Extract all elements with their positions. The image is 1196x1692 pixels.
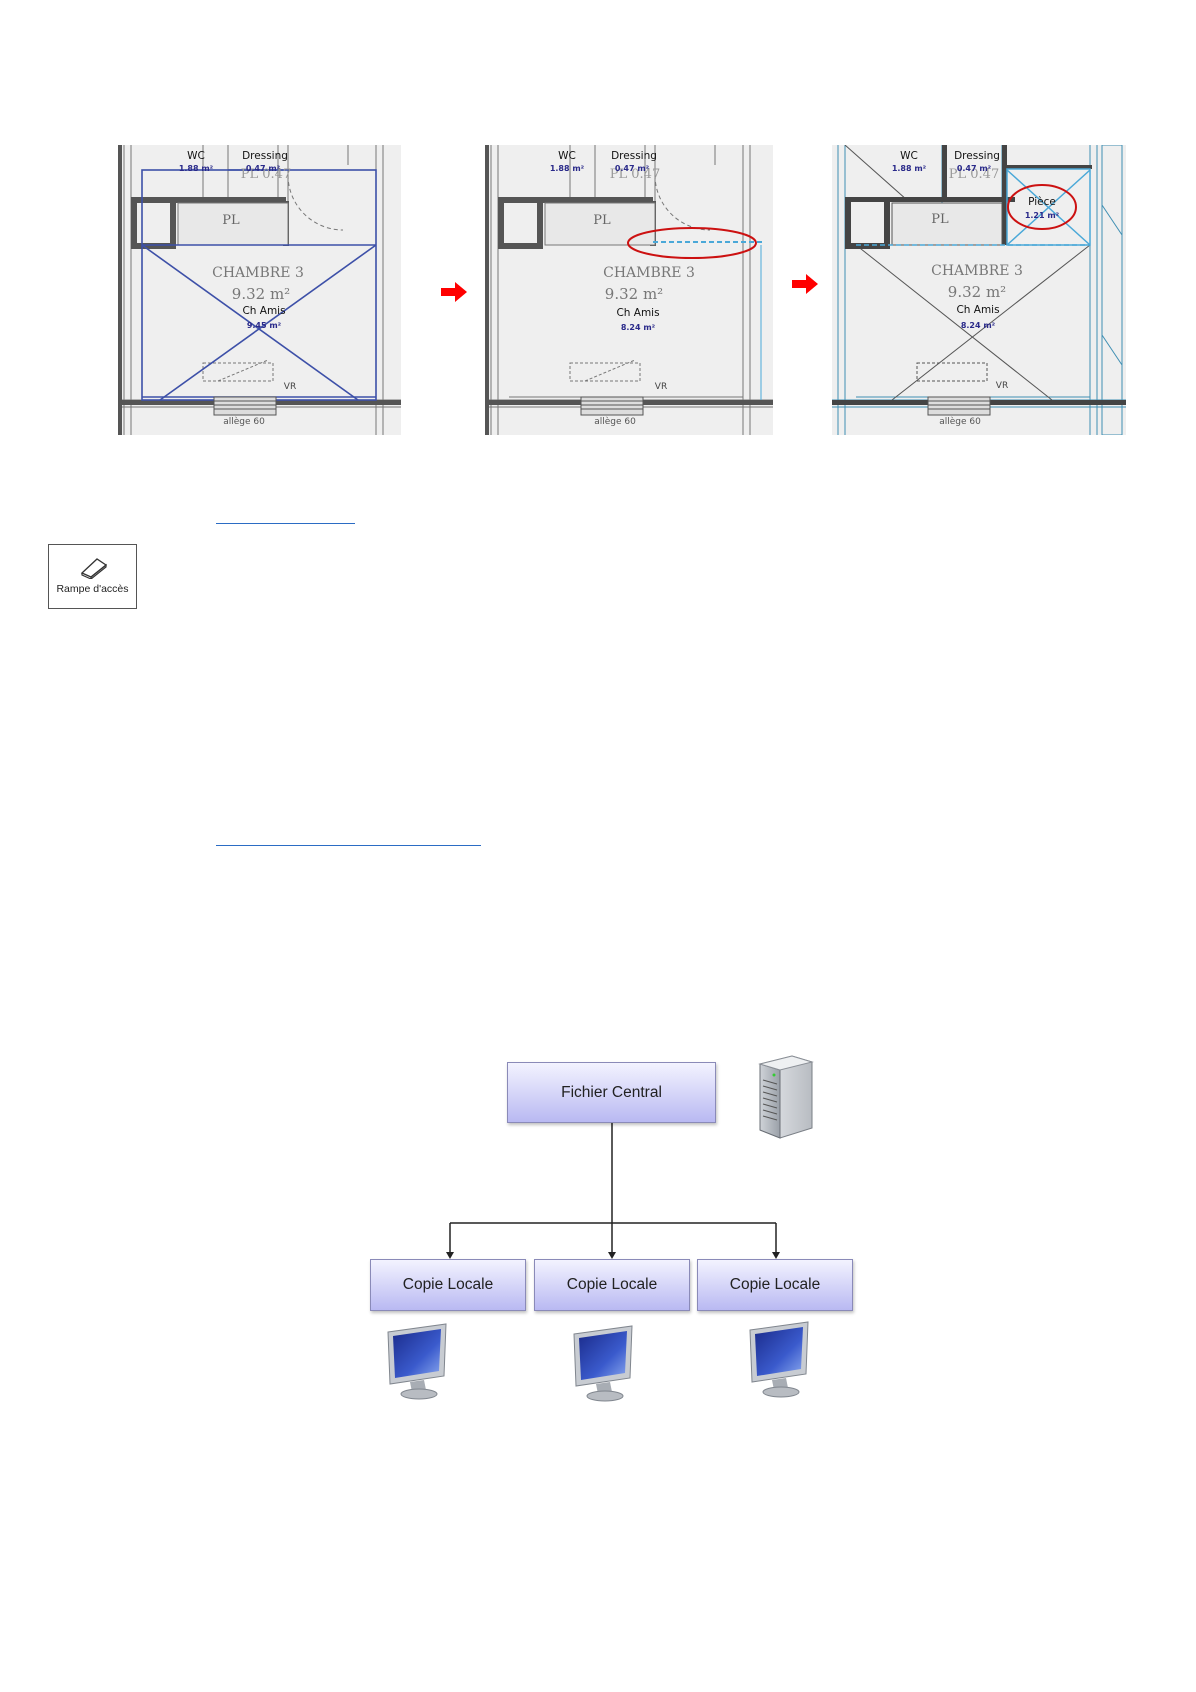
dressing-label: Dressing: [242, 150, 288, 162]
pl-label: PL: [593, 213, 611, 228]
pl-ghost-label: PL 0.47: [948, 167, 1000, 182]
allege-label: allège 60: [939, 417, 981, 427]
vr-label: VR: [283, 382, 297, 392]
server-icon: [758, 1055, 814, 1139]
plan-drawing: [832, 145, 1126, 435]
connector-lines: [446, 1123, 780, 1259]
dressing-area: 0.47 m²: [614, 164, 650, 173]
allege-label: allège 60: [223, 417, 265, 427]
pl-label: PL: [222, 213, 240, 228]
pl-ghost-label: PL 0.47: [609, 167, 661, 182]
local-copy-box: Copie Locale: [370, 1259, 526, 1311]
hyperlink-underline[interactable]: [216, 845, 481, 846]
room-title: CHAMBRE 3: [603, 265, 695, 281]
room-title: CHAMBRE 3: [212, 265, 304, 281]
room-name: Ch Amis: [956, 304, 1000, 316]
highlight-ellipse: [627, 227, 757, 259]
pl-label: PL: [931, 212, 949, 227]
monitor-icon: [387, 1323, 447, 1400]
dressing-area: 0.47 m²: [245, 164, 281, 173]
central-file-box: Fichier Central: [507, 1062, 716, 1123]
hyperlink-underline[interactable]: [216, 523, 355, 524]
pl-ghost-label: PL 0.47: [240, 167, 292, 182]
allege-label: allège 60: [594, 417, 636, 427]
room-title: CHAMBRE 3: [931, 263, 1023, 279]
floor-plan-before: WC 1.88 m² PL 0.47 Dressing 0.47 m² PL C…: [118, 145, 401, 435]
wc-label: WC: [900, 150, 918, 162]
ramp-button-label: Rampe d'accès: [56, 583, 129, 595]
plan-drawing: [485, 145, 773, 435]
vr-label: VR: [654, 382, 668, 392]
room-name: Ch Amis: [242, 305, 286, 317]
room-area: 8.24 m²: [960, 321, 996, 330]
dressing-area: 0.47 m²: [956, 164, 992, 173]
local-copy-box: Copie Locale: [534, 1259, 690, 1311]
new-room-label: Pièce: [1028, 196, 1056, 208]
room-area: 8.24 m²: [620, 323, 656, 332]
vr-label: VR: [995, 381, 1009, 391]
plan-drawing: [118, 145, 401, 435]
dressing-label: Dressing: [954, 150, 1000, 162]
arrow-right-icon: [441, 282, 467, 302]
floor-plan-room-created: WC 1.88 m² PL 0.47 Dressing 0.47 m² PL P…: [832, 145, 1126, 435]
wc-label: WC: [558, 150, 576, 162]
ramp-button[interactable]: Rampe d'accès: [48, 544, 137, 609]
monitor-icon: [573, 1325, 633, 1402]
floor-plan-wall-added: WC 1.88 m² PL 0.47 Dressing 0.47 m² PL C…: [485, 145, 773, 435]
dressing-label: Dressing: [611, 150, 657, 162]
wc-area: 1.88 m²: [549, 164, 585, 173]
worksharing-diagram: Fichier Central Copie Locale Copie Local…: [360, 1055, 860, 1402]
local-copy-box: Copie Locale: [697, 1259, 853, 1311]
wc-label: WC: [187, 150, 205, 162]
room-title-area: 9.32 m²: [231, 285, 291, 303]
monitor-icon: [749, 1321, 809, 1398]
room-name: Ch Amis: [616, 307, 660, 319]
room-area: 9.45 m²: [246, 321, 282, 330]
room-title-area: 9.32 m²: [947, 283, 1007, 301]
room-title-area: 9.32 m²: [604, 285, 664, 303]
wc-area: 1.88 m²: [891, 164, 927, 173]
new-room-area: 1.21 m²: [1024, 211, 1060, 220]
wc-area: 1.88 m²: [178, 164, 214, 173]
arrow-right-icon: [792, 274, 818, 294]
highlight-ellipse: [1007, 184, 1077, 230]
ramp-icon: [80, 558, 108, 579]
